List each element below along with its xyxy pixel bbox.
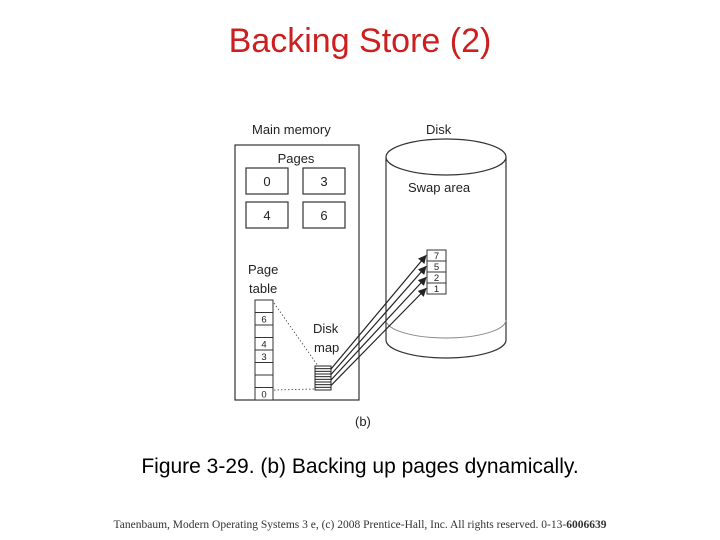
swap-arrow [330,287,427,386]
figure-caption: Figure 3-29. (b) Backing up pages dynami… [141,455,579,478]
page-frame-box [302,167,346,195]
page-frame-number: 0 [263,174,270,189]
page-table-to-disk-map-dotted-top [273,302,319,367]
swap-slot-number: 7 [434,251,439,262]
page-table-entry [254,362,274,376]
page-table-entry-value: 0 [261,390,266,401]
disk-map [314,365,332,391]
page-frame-box [245,201,289,229]
page-frame-number: 4 [263,208,270,223]
page-frame-number: 3 [320,174,327,189]
swap-slot [426,282,447,295]
page-table-entry-value: 4 [261,340,266,351]
main-memory-label: Main memory [252,122,331,137]
page-frame-box [302,201,346,229]
page-table-entry-value: 6 [261,315,266,326]
page-frame-box [245,167,289,195]
page-table-to-disk-map-dotted-bottom [273,388,317,391]
footer-isbn-bold: 6006639 [566,519,607,531]
page-table-entry [254,374,274,388]
figure-label: (b) [355,414,371,429]
page-table-entry [254,387,274,401]
page-frame-number: 6 [320,208,327,223]
disk-map-label-line1: Disk [313,321,339,336]
disk-map-arrows [330,254,427,386]
page-table-entry [254,299,274,313]
swap-arrow [330,265,427,375]
disk-map-label-line2: map [314,340,339,355]
copyright-footer: Tanenbaum, Modern Operating Systems 3 e,… [0,519,720,531]
page-table-label-line2: table [249,281,277,296]
page-table-entry-value: 3 [261,352,266,363]
slide-title: Backing Store (2) [228,22,492,60]
footer-text: Tanenbaum, Modern Operating Systems 3 e,… [113,519,567,531]
swap-arrow [330,254,427,370]
page-table-entry [254,324,274,338]
page-table-label-line1: Page [248,262,278,277]
page-table: 6 43 0 [254,299,274,401]
swap-arrow [330,276,427,381]
disk-label: Disk [426,122,452,137]
swap-slot-number: 2 [434,273,439,284]
disk-cylinder [385,138,507,359]
pages-label: Pages [278,151,315,166]
swap-slot-number: 5 [434,262,439,273]
swap-area-label: Swap area [408,180,471,195]
page-frames: 0 3 4 6 [245,167,346,229]
disk-map-block [314,365,332,391]
swap-slot-number: 1 [434,284,439,295]
